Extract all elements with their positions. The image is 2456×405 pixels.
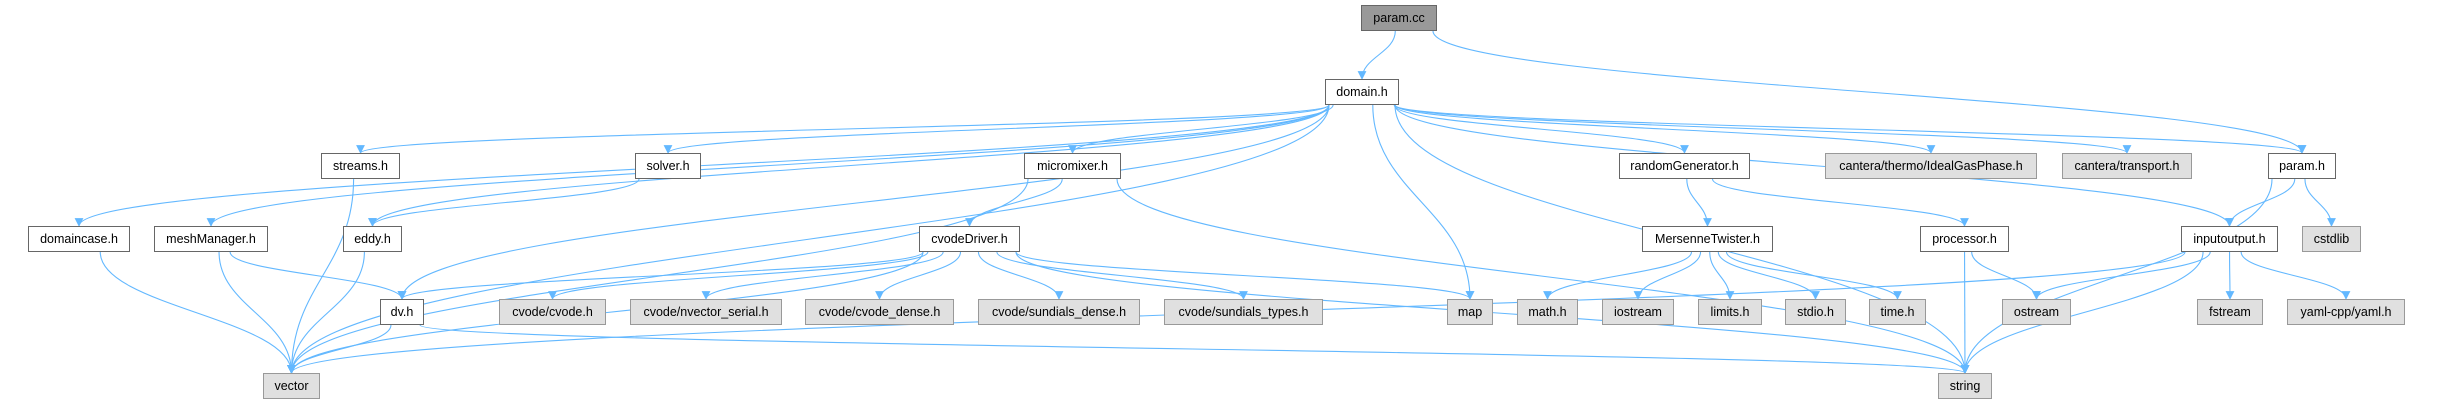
node-ostream: ostream <box>2002 299 2071 325</box>
node-vector: vector <box>263 373 320 399</box>
edge-inputoutput_h-to-yaml_h <box>2240 251 2351 300</box>
edge-solver_h-to-eddy_h <box>368 178 640 227</box>
edge-cvodeDriver_h-to-sundials_types_h <box>996 251 1248 300</box>
edge-param_cc-to-domain_h <box>1357 30 1396 80</box>
node-solver-h[interactable]: solver.h <box>635 153 701 179</box>
node-stdio-h: stdio.h <box>1785 299 1846 325</box>
node-meshManager-h[interactable]: meshManager.h <box>154 226 268 252</box>
node-cstdlib: cstdlib <box>2302 226 2361 252</box>
node-iostream: iostream <box>1602 299 1674 325</box>
edge-meshManager_h-to-vector <box>218 251 296 374</box>
edge-inputoutput_h-to-string <box>1960 251 2204 374</box>
node-processor-h[interactable]: processor.h <box>1920 226 2009 252</box>
node-dv-h[interactable]: dv.h <box>380 299 424 325</box>
edge-domain_h-to-transport_h <box>1394 104 2132 154</box>
edge-param_cc-to-param_h <box>1432 30 2307 154</box>
edge-domain_h-to-idealgas_h <box>1394 104 1936 154</box>
edge-cvodeDriver_h-to-sundials_dense_h <box>977 251 1064 300</box>
node-eddy-h[interactable]: eddy.h <box>343 226 402 252</box>
node-idealgas-h: cantera/thermo/IdealGasPhase.h <box>1825 153 2037 179</box>
node-streams-h[interactable]: streams.h <box>321 153 400 179</box>
edge-MersenneTwister_h-to-limits_h <box>1709 251 1735 300</box>
node-limits-h: limits.h <box>1698 299 1762 325</box>
node-sundials-types-h: cvode/sundials_types.h <box>1164 299 1323 325</box>
edge-domain_h-to-micromixer_h <box>1068 104 1334 154</box>
edge-domain_h-to-streams_h <box>356 104 1330 154</box>
edge-param_h-to-inputoutput_h <box>2225 178 2296 227</box>
edge-micromixer_h-to-string <box>1116 178 1970 374</box>
edge-cvodeDriver_h-to-map <box>1015 251 1475 300</box>
node-randomGenerator-h[interactable]: randomGenerator.h <box>1619 153 1750 179</box>
edge-cvodeDriver_h-to-dv_h <box>397 251 924 300</box>
edge-cvodeDriver_h-to-cvode_h <box>548 251 929 300</box>
edge-domain_h-to-solver_h <box>663 104 1330 154</box>
edge-micromixer_h-to-cvodeDriver_h <box>965 178 1063 227</box>
node-cvodeDriver-h[interactable]: cvodeDriver.h <box>919 226 1020 252</box>
edge-domain_h-to-domaincase_h <box>74 104 1330 227</box>
node-math-h: math.h <box>1517 299 1578 325</box>
node-micromixer-h[interactable]: micromixer.h <box>1024 153 1121 179</box>
node-MersenneTwister-h[interactable]: MersenneTwister.h <box>1642 226 1773 252</box>
node-nvector-h: cvode/nvector_serial.h <box>630 299 782 325</box>
edge-MersenneTwister_h-to-time_h <box>1725 251 1902 300</box>
edge-cvodeDriver_h-to-cvode_dense_h <box>875 251 962 300</box>
node-string: string <box>1938 373 1992 399</box>
edge-MersenneTwister_h-to-iostream <box>1633 251 1702 300</box>
node-time-h: time.h <box>1869 299 1926 325</box>
node-cvode-h: cvode/cvode.h <box>499 299 606 325</box>
node-inputoutput-h[interactable]: inputoutput.h <box>2181 226 2278 252</box>
edge-randomGenerator_h-to-MersenneTwister_h <box>1686 178 1712 227</box>
edge-param_h-to-cstdlib <box>2304 178 2336 227</box>
edge-domaincase_h-to-vector <box>99 251 296 374</box>
node-transport-h: cantera/transport.h <box>2062 153 2192 179</box>
edge-processor_h-to-ostream <box>1971 251 2041 300</box>
edge-domain_h-to-vector <box>287 104 1330 374</box>
node-domain-h[interactable]: domain.h <box>1325 79 1399 105</box>
edge-domain_h-to-randomGenerator_h <box>1393 104 1689 154</box>
edge-domain_h-to-map <box>1372 104 1475 300</box>
edge-domain_h-to-eddy_h <box>368 104 1330 227</box>
node-yaml-h: yaml-cpp/yaml.h <box>2287 299 2405 325</box>
edge-inputoutput_h-to-ostream <box>2032 251 2211 300</box>
edge-domain_h-to-inputoutput_h <box>1394 104 2234 227</box>
node-map: map <box>1447 299 1493 325</box>
node-domaincase-h[interactable]: domaincase.h <box>28 226 130 252</box>
node-param-cc[interactable]: param.cc <box>1361 5 1437 31</box>
edge-domain_h-to-param_h <box>1394 104 2307 154</box>
node-sundials-dense-h: cvode/sundials_dense.h <box>978 299 1140 325</box>
edge-domain_h-to-dv_h <box>397 104 1330 300</box>
edge-eddy_h-to-vector <box>287 251 365 374</box>
node-cvode-dense-h: cvode/cvode_dense.h <box>805 299 954 325</box>
edge-cvodeDriver_h-to-vector <box>287 251 924 374</box>
node-fstream: fstream <box>2197 299 2263 325</box>
edge-randomGenerator_h-to-processor_h <box>1711 178 1969 227</box>
node-param-h[interactable]: param.h <box>2268 153 2336 179</box>
edge-cvodeDriver_h-to-nvector_h <box>701 251 944 300</box>
edge-meshManager_h-to-dv_h <box>229 251 407 300</box>
edge-MersenneTwister_h-to-stdio_h <box>1717 251 1820 300</box>
edge-MersenneTwister_h-to-math_h <box>1543 251 1693 300</box>
edge-domain_h-to-meshManager_h <box>206 104 1330 227</box>
edge-dv_h-to-string <box>419 324 1969 374</box>
